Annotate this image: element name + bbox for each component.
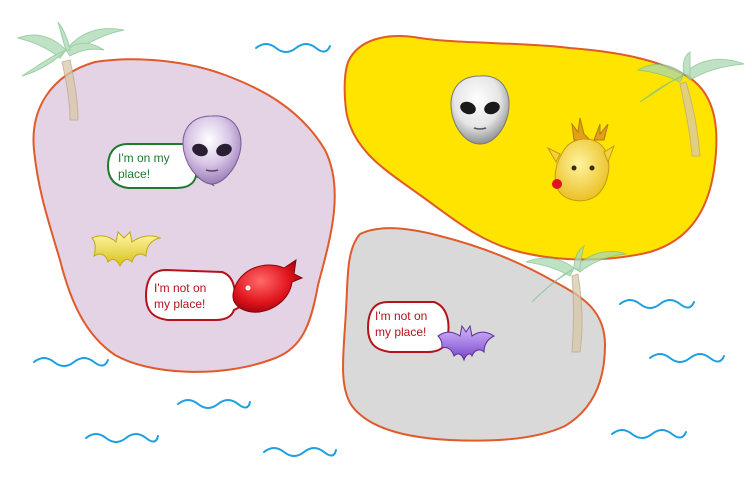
palm-tree-icon: [636, 51, 745, 157]
speech-bubble-purple-bat: I'm not on my place!: [366, 301, 461, 353]
bubble-text-line1: I'm on my: [118, 151, 170, 165]
wave-icon: [619, 299, 695, 309]
white-alien-icon[interactable]: [450, 75, 510, 145]
wave-icon: [649, 353, 725, 363]
wave-icon: [255, 43, 331, 53]
purple-alien-icon[interactable]: [182, 115, 242, 185]
bubble-text-line2: my place!: [154, 297, 205, 311]
palm-tree-icon: [525, 244, 627, 353]
yellow-bat-icon[interactable]: [91, 230, 162, 268]
wave-icon: [177, 399, 251, 409]
speech-bubble-red-fish: I'm not on my place!: [144, 268, 244, 321]
bubble-text-line2: my place!: [375, 325, 426, 339]
reindeer-icon[interactable]: [546, 117, 615, 202]
bubble-text-line1: I'm not on: [375, 309, 427, 323]
purple-bat-icon[interactable]: [437, 324, 495, 362]
wave-icon: [85, 433, 159, 443]
bubble-text-line1: I'm not on: [154, 281, 206, 295]
wave-icon: [33, 357, 109, 367]
palm-tree-icon: [16, 21, 125, 121]
yellow-island[interactable]: [343, 35, 718, 261]
water-waves: [33, 43, 725, 457]
red-fish-icon[interactable]: [232, 258, 304, 313]
wave-icon: [263, 447, 337, 457]
bubble-text-line2: place!: [118, 167, 150, 181]
purple-island[interactable]: [32, 58, 336, 373]
wave-icon: [611, 429, 687, 439]
